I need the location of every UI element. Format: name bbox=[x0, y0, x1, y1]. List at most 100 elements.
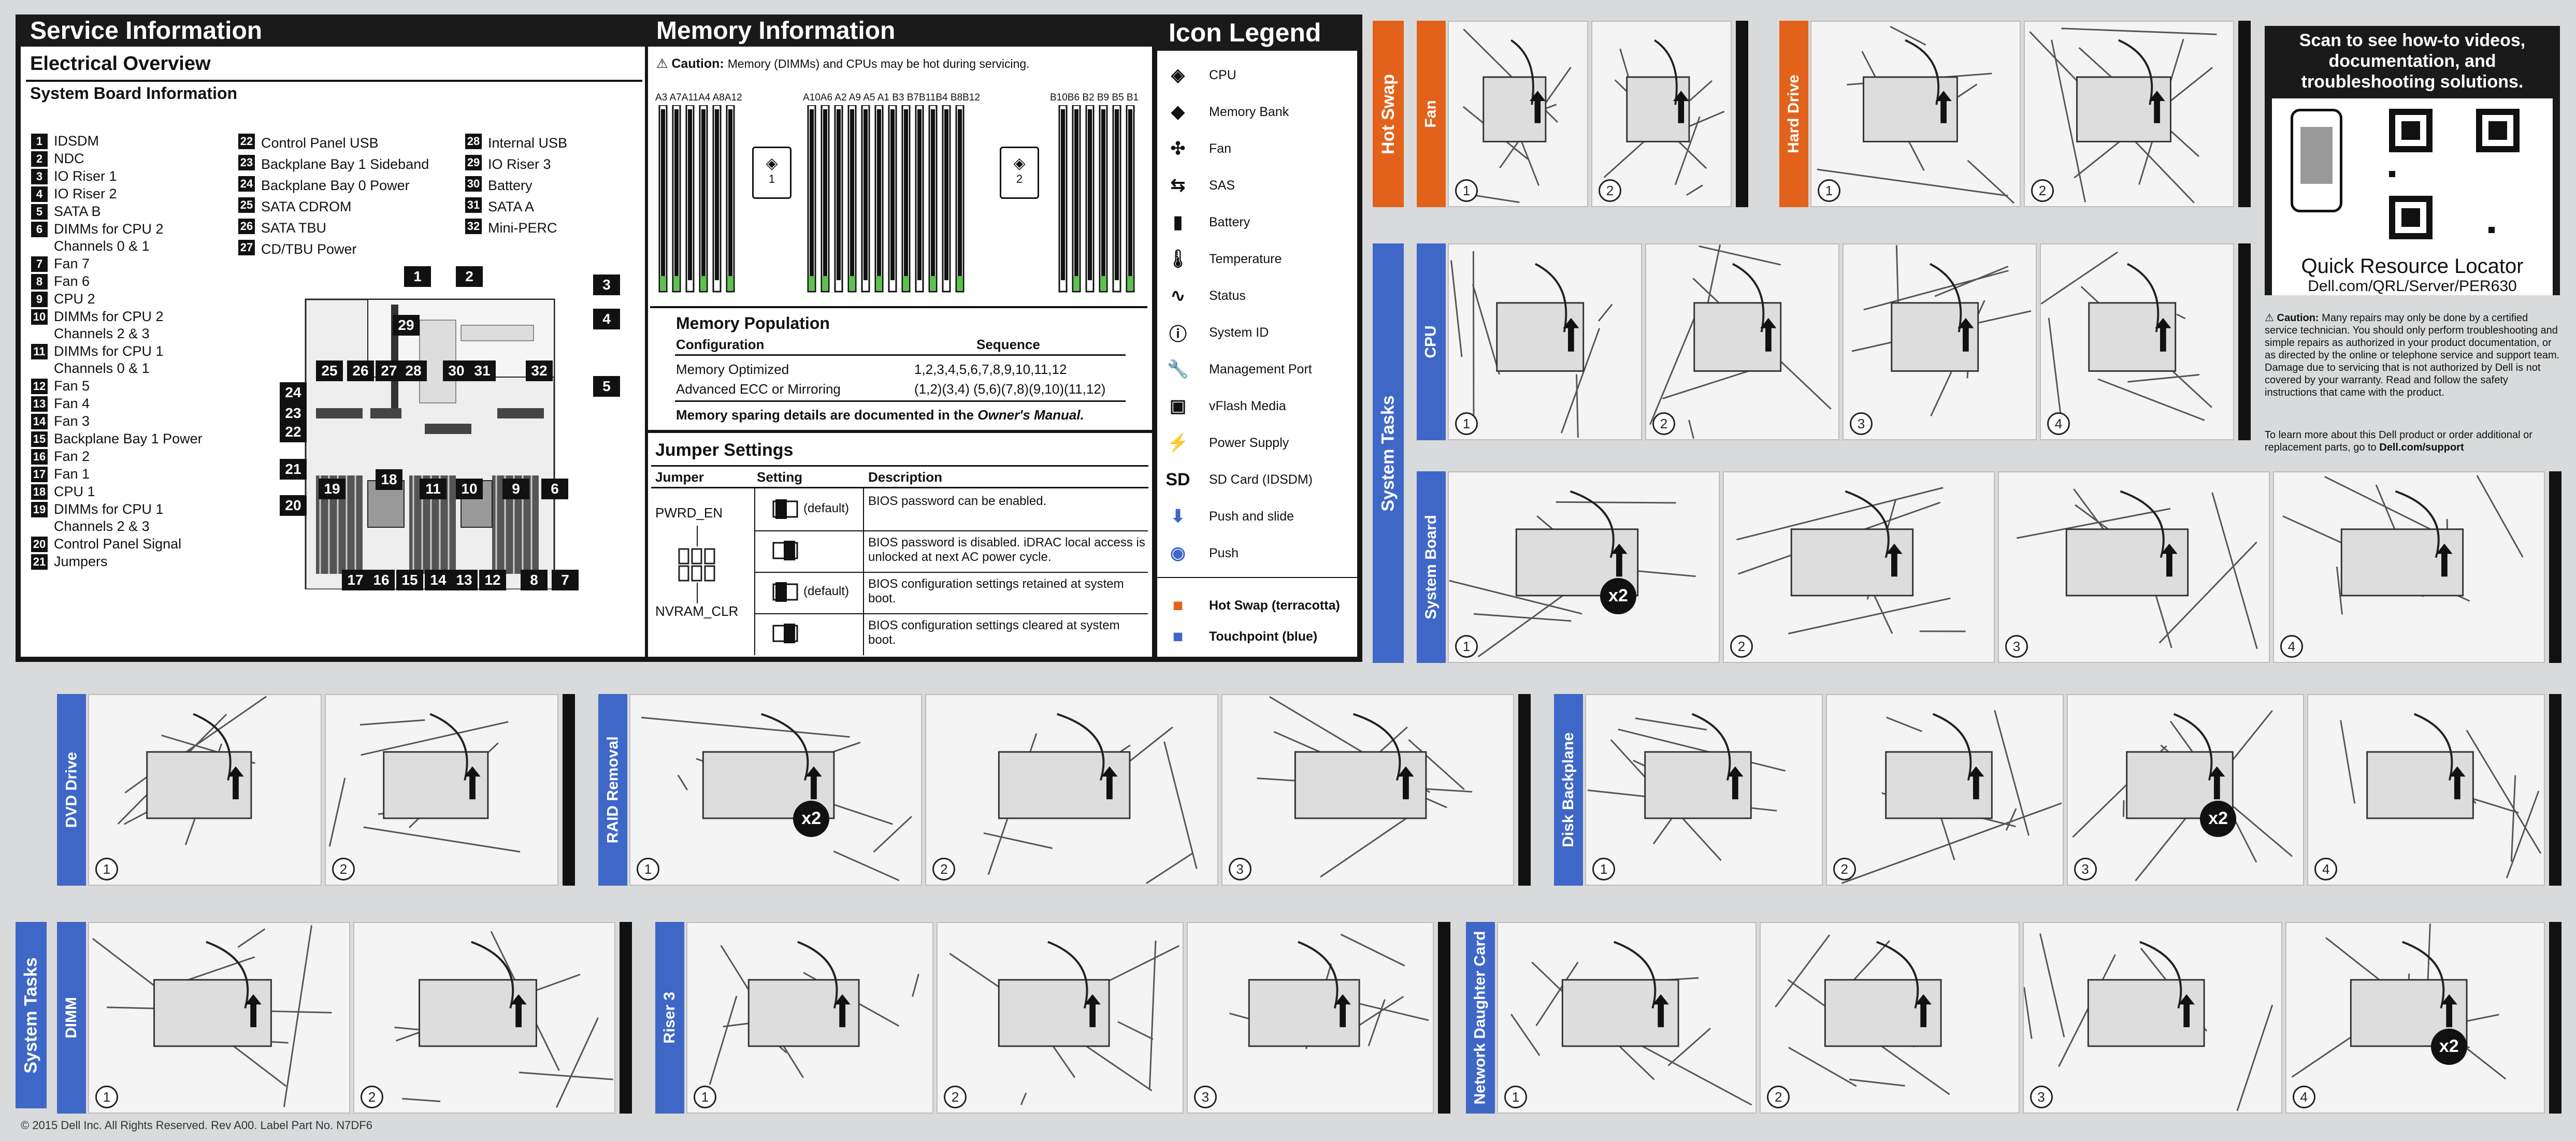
board-legend-label: SATA CDROM bbox=[261, 199, 352, 214]
legend-label: System ID bbox=[1209, 325, 1269, 340]
step-number: 2 bbox=[932, 858, 956, 880]
board-callout: 19 bbox=[319, 479, 346, 499]
disk-backplane-step-4-illustration: 4 bbox=[2307, 694, 2545, 886]
legend-row: ⇆SAS bbox=[1157, 167, 1357, 204]
cpu2-socket: ◈2 bbox=[1000, 147, 1039, 199]
cpu-step-4-illustration: 4 bbox=[2040, 243, 2234, 440]
memory-bank-icon: ◆ bbox=[1171, 102, 1185, 122]
fan-tab: Fan bbox=[1417, 21, 1446, 207]
system-id-icon: ⓘ bbox=[1169, 324, 1187, 344]
legend-label: Temperature bbox=[1209, 251, 1282, 266]
board-legend-label: Fan 7 bbox=[54, 256, 90, 271]
legend-label: Power Supply bbox=[1209, 435, 1289, 450]
board-legend-label: SATA B bbox=[54, 204, 101, 219]
board-callout: 2 bbox=[456, 266, 483, 287]
board-legend-label: CPU 1 bbox=[54, 484, 95, 499]
board-legend-label: CPU 2 bbox=[54, 291, 95, 307]
service-information-panel: Service Information Electrical Overview … bbox=[16, 15, 645, 662]
mem-row-2-seq: (1,2)(3,4) (5,6)(7,8)(9,10)(11,12) bbox=[914, 381, 1106, 397]
board-legend-number: 9 bbox=[31, 292, 48, 307]
support-link[interactable]: Dell.com/support bbox=[2379, 442, 2464, 453]
jumper-description: BIOS password can be enabled. bbox=[868, 494, 1047, 508]
board-legend-number: 16 bbox=[31, 449, 48, 465]
disk-backplane-step-1-illustration: 1 bbox=[1585, 694, 1823, 886]
x2-badge: x2 bbox=[793, 800, 830, 837]
board-legend-label: DIMMs for CPU 1 Channels 0 & 1 bbox=[54, 343, 164, 376]
board-legend-label: Control Panel Signal bbox=[54, 536, 182, 552]
board-legend-label: Fan 6 bbox=[54, 273, 90, 289]
memory-population-title: Memory Population bbox=[676, 314, 830, 333]
legend-row: ▣vFlash Media bbox=[1157, 388, 1357, 424]
cpu-icon: ◈ bbox=[1171, 65, 1185, 85]
riser3-tab: Riser 3 bbox=[655, 922, 684, 1114]
dimm-tab: DIMM bbox=[57, 922, 86, 1114]
system-board-step-2-illustration: 2 bbox=[1723, 471, 1995, 663]
board-callout: 11 bbox=[420, 479, 447, 499]
legend-row: 🔧Management Port bbox=[1157, 351, 1357, 387]
touchpoint-swatch: ■ bbox=[1172, 626, 1184, 646]
board-legend-label: DIMMs for CPU 2 Channels 0 & 1 bbox=[54, 221, 164, 254]
step-number: 1 bbox=[1592, 858, 1615, 880]
sas-icon: ⇆ bbox=[1170, 176, 1186, 195]
management-port-icon: 🔧 bbox=[1167, 359, 1189, 379]
board-legend-label: SATA A bbox=[488, 199, 535, 214]
board-callout: 12 bbox=[479, 570, 506, 590]
board-legend-number: 20 bbox=[31, 537, 48, 552]
board-callout: 20 bbox=[280, 495, 307, 516]
qr-block: Scan to see how-to videos, documentation… bbox=[2265, 26, 2560, 295]
step-number: 2 bbox=[332, 858, 355, 880]
legend-row: ▮Battery bbox=[1157, 204, 1357, 240]
board-callout: 14 bbox=[425, 570, 452, 590]
board-legend-number: 29 bbox=[465, 155, 482, 170]
board-legend-label: Backplane Bay 1 Sideband bbox=[261, 156, 429, 172]
mem-row-1-config: Memory Optimized bbox=[676, 362, 789, 377]
hot-swap-tab: Hot Swap bbox=[1373, 21, 1404, 207]
memory-information-title: Memory Information bbox=[656, 17, 896, 45]
disk-backplane-step-2-illustration: 2 bbox=[1825, 694, 2064, 886]
cpu-step-1-illustration: 1 bbox=[1448, 243, 1642, 440]
board-legend-number: 21 bbox=[31, 554, 48, 570]
jumper-settings-title: Jumper Settings bbox=[655, 440, 794, 460]
col-jumper: Jumper bbox=[655, 469, 704, 485]
col-setting: Setting bbox=[757, 469, 803, 485]
raid-removal-step-2-illustration: 2 bbox=[925, 694, 1218, 886]
step-number: 3 bbox=[1194, 1086, 1217, 1108]
cpu-tab: CPU bbox=[1417, 243, 1446, 440]
board-legend-label: Battery bbox=[488, 178, 533, 193]
qr-code-icon bbox=[2389, 109, 2524, 243]
board-callout: 28 bbox=[400, 360, 427, 381]
x2-badge: x2 bbox=[2430, 1028, 2467, 1065]
board-callout: 15 bbox=[396, 570, 423, 590]
fan-step-2-illustration: 2 bbox=[1591, 21, 1732, 207]
step-number: 3 bbox=[1850, 412, 1873, 435]
board-callout: 17 bbox=[342, 570, 369, 590]
network-daughter-card-tab: Network Daughter Card bbox=[1466, 922, 1495, 1114]
jumper-setting-default: (default) bbox=[803, 501, 850, 515]
step-number: 3 bbox=[2030, 1086, 2053, 1108]
board-legend-label: IO Riser 3 bbox=[488, 156, 551, 172]
board-legend-number: 19 bbox=[31, 502, 48, 517]
legend-row: ⬇Push and slide bbox=[1157, 498, 1357, 535]
x2-badge: x2 bbox=[2200, 800, 2237, 837]
service-caution: ⚠ Caution: Many repairs may only be done… bbox=[2265, 312, 2560, 398]
dimm-step-2-illustration: 2 bbox=[353, 922, 615, 1114]
jumper-setting-default: (default) bbox=[803, 584, 850, 598]
legend-label: Status bbox=[1209, 288, 1246, 303]
hard-drive-step-1-illustration: 1 bbox=[1810, 21, 2021, 207]
board-callout: 26 bbox=[347, 360, 374, 381]
board-legend-label: Mini-PERC bbox=[488, 220, 557, 236]
